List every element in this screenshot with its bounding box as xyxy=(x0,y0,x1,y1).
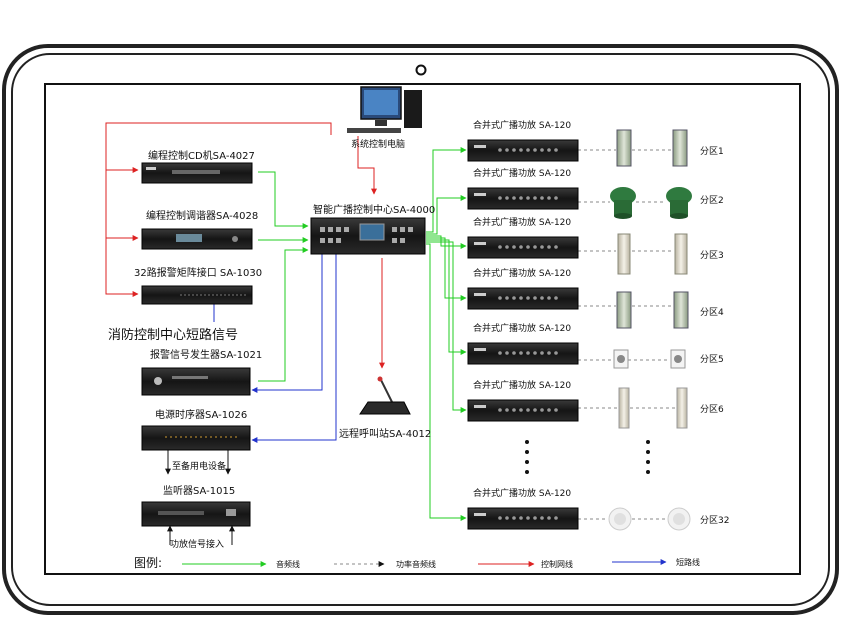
column-speaker-icon xyxy=(672,129,688,167)
matrix-label: 32路报警矩阵接口 SA-1030 xyxy=(134,266,262,279)
audio-line xyxy=(426,195,467,235)
device-tuner: 编程控制调谐器SA-4028 xyxy=(141,209,258,250)
device-center: 智能广播控制中心SA-4000 xyxy=(310,203,435,255)
tablet-frame xyxy=(2,44,839,615)
device-matrix: 32路报警矩阵接口 SA-1030 消防控制中心短路信号 xyxy=(108,266,262,343)
column-speaker-icon xyxy=(673,291,689,329)
sequencer-label: 电源时序器SA-1026 xyxy=(155,408,247,421)
pc-label: 系统控制电脑 xyxy=(351,138,405,150)
wall-speaker-icon xyxy=(670,349,686,369)
amplifier-unit: 合并式广播功放 SA-120 xyxy=(467,322,579,365)
device-remote: 远程呼叫站SA-4012 xyxy=(339,376,431,440)
column-speaker-icon xyxy=(618,387,630,429)
audio-line xyxy=(426,239,467,355)
monitor-label: 监听器SA-1015 xyxy=(163,484,235,497)
amplifiers: 合并式广播功放 SA-120 合并式广播功放 SA-120 合并式广播功放 SA-1… xyxy=(467,119,579,530)
remote-label: 远程呼叫站SA-4012 xyxy=(339,427,431,440)
amplifier-label: 合并式广播功放 SA-120 xyxy=(473,487,571,499)
audio-line xyxy=(426,241,467,413)
wall-speaker-icon xyxy=(613,349,629,369)
audio-line xyxy=(426,147,467,233)
fire-label: 消防控制中心短路信号 xyxy=(108,327,238,343)
amplifier-label: 合并式广播功放 SA-120 xyxy=(473,267,571,279)
zone-label: 分区6 xyxy=(700,404,724,415)
amplifier-label: 合并式广播功放 SA-120 xyxy=(473,216,571,228)
device-sequencer: 电源时序器SA-1026 至备用电设备 xyxy=(141,408,251,472)
speakers xyxy=(608,129,692,531)
zone-label: 分区32 xyxy=(700,515,729,526)
amplifier-label: 合并式广播功放 SA-120 xyxy=(473,322,571,334)
amplifier-label: 合并式广播功放 SA-120 xyxy=(473,167,571,179)
zone-label: 分区1 xyxy=(700,146,724,157)
audio-line xyxy=(258,247,309,382)
garden-speaker-icon xyxy=(666,187,692,219)
alarm-label: 报警信号发生器SA-1021 xyxy=(150,348,262,361)
zone-label: 分区5 xyxy=(700,354,724,365)
column-speaker-icon xyxy=(617,233,631,275)
ceiling-speaker-icon xyxy=(667,507,691,531)
device-alarm: 报警信号发生器SA-1021 xyxy=(141,348,262,396)
legend-item: 功率音频线 xyxy=(396,559,436,569)
amplifier-unit: 合并式广播功放 SA-120 xyxy=(467,487,579,530)
amplifier-label: 合并式广播功放 SA-120 xyxy=(473,119,571,131)
garden-speaker-icon xyxy=(610,187,636,219)
system-pc: 系统控制电脑 xyxy=(347,86,422,150)
audio-line xyxy=(426,243,467,521)
amplifier-unit: 合并式广播功放 SA-120 xyxy=(467,379,579,422)
column-speaker-icon xyxy=(616,129,632,167)
zone-labels: 分区1 分区2 分区3 分区4 分区5 分区6 分区32 xyxy=(700,146,729,526)
column-speaker-icon xyxy=(674,233,688,275)
tuner-label: 编程控制调谐器SA-4028 xyxy=(146,209,258,222)
amplifier-unit: 合并式广播功放 SA-120 xyxy=(467,167,579,210)
legend-title: 图例: xyxy=(134,556,162,570)
legend: 图例: 音频线 功率音频线 控制网线 短路线 xyxy=(134,556,700,570)
legend-item: 控制网线 xyxy=(541,559,573,569)
legend-item: 音频线 xyxy=(276,559,300,569)
short-line xyxy=(251,254,337,443)
legend-item: 短路线 xyxy=(676,557,700,567)
connections xyxy=(105,122,676,545)
monitor-input-label: 功放信号接入 xyxy=(170,538,224,550)
column-speaker-icon xyxy=(616,291,632,329)
device-cd: 编程控制CD机SA-4027 xyxy=(141,149,255,184)
cd-label: 编程控制CD机SA-4027 xyxy=(148,149,255,162)
audio-line xyxy=(258,171,309,229)
audio-line xyxy=(426,237,467,301)
control-line xyxy=(357,136,377,195)
control-line xyxy=(105,122,332,297)
column-speaker-icon xyxy=(676,387,688,429)
camera-icon xyxy=(415,64,427,76)
standby-label: 至备用电设备 xyxy=(172,460,226,472)
amplifier-unit: 合并式广播功放 SA-120 xyxy=(467,267,579,310)
amplifier-unit: 合并式广播功放 SA-120 xyxy=(467,216,579,259)
amplifier-unit: 合并式广播功放 SA-120 xyxy=(467,119,579,162)
zone-label: 分区4 xyxy=(700,307,724,318)
amplifier-label: 合并式广播功放 SA-120 xyxy=(473,379,571,391)
short-line xyxy=(251,254,323,393)
ceiling-speaker-icon xyxy=(608,507,632,531)
zone-label: 分区2 xyxy=(700,195,724,206)
zone-label: 分区3 xyxy=(700,250,724,261)
center-label: 智能广播控制中心SA-4000 xyxy=(313,203,435,216)
ellipsis-dots xyxy=(525,440,650,474)
device-monitor: 监听器SA-1015 功放信号接入 xyxy=(141,484,251,550)
